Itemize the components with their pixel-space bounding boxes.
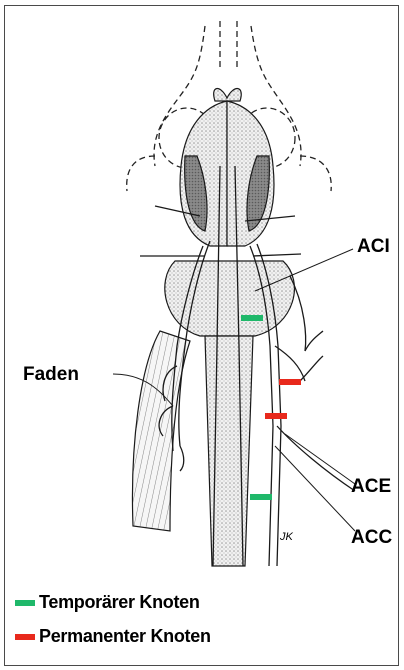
legend-permanent-swatch	[15, 634, 35, 640]
legend-temporary-label: Temporärer Knoten	[39, 592, 200, 613]
ace-pointer	[285, 434, 355, 484]
permanent-knot-lower	[265, 413, 287, 419]
label-aci: ACI	[357, 236, 390, 258]
label-faden: Faden	[23, 364, 79, 386]
legend-temporary-swatch	[15, 600, 35, 606]
legend-permanent-label: Permanenter Knoten	[39, 626, 211, 647]
permanent-knot-upper	[279, 379, 301, 385]
label-ace: ACE	[351, 476, 391, 498]
temporary-knot-upper	[241, 315, 263, 321]
rat-brain-vessel-illustration	[5, 6, 398, 606]
artist-signature: JK	[280, 531, 293, 543]
figure-frame: ACI Faden ACE ACC JK Temporärer Knoten P…	[4, 5, 399, 666]
legend-temporary: Temporärer Knoten	[15, 592, 200, 613]
legend-permanent: Permanenter Knoten	[15, 626, 211, 647]
temporary-knot-lower	[250, 494, 272, 500]
label-acc: ACC	[351, 527, 392, 549]
acc-pointer	[275, 446, 355, 531]
